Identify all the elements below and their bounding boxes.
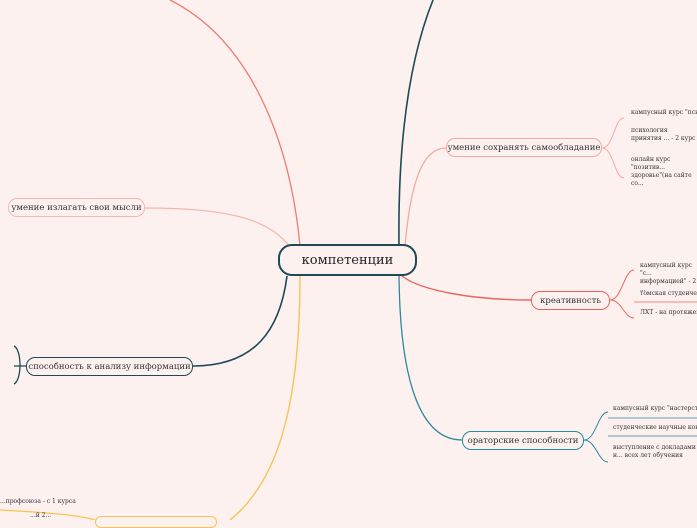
leaf-self-control-2[interactable]: психология принятия ... - 2 курс <box>631 127 696 142</box>
leaf-bottom-2[interactable]: ...й 2... <box>30 512 52 519</box>
branch-bottom[interactable] <box>95 516 217 528</box>
branch-self-control[interactable]: умение сохранять самообладание <box>446 138 602 157</box>
branch-creativity[interactable]: креативность <box>531 291 610 310</box>
link-bottom-left <box>0 509 96 520</box>
branch-express-thoughts[interactable]: умение излагать свои мысли <box>8 198 145 217</box>
leaf-bottom-1[interactable]: ...профсоюза - с 1 курса <box>0 498 76 505</box>
leaf-creativity-2[interactable]: томская студенческ... <box>640 290 697 297</box>
link-analysis <box>192 275 288 367</box>
central-topic[interactable]: компетенции <box>278 244 417 276</box>
branch-analysis[interactable]: способность к анализу информации <box>26 357 193 376</box>
link-express <box>144 207 291 248</box>
leaf-oratory-1[interactable]: кампусный курс "настерство... <box>613 405 697 412</box>
leaf-self-control-3[interactable]: онлайн курс "позитив... здоровье"(на сай… <box>631 156 692 187</box>
leaf-creativity-1[interactable]: кампусный курс "с... информацией" - 2 ..… <box>640 262 697 293</box>
leaf-creativity-3[interactable]: ЛХТ - на протяжен... <box>640 309 697 316</box>
link-top-right <box>398 0 434 246</box>
leaf-oratory-2[interactable]: студенческие научные конф... <box>613 424 697 431</box>
link-creativity <box>401 275 532 301</box>
bracket-creativity <box>609 269 635 319</box>
bracket-oratory <box>583 411 609 463</box>
link-self-control <box>404 147 447 247</box>
leaf-self-control-1[interactable]: кампусный курс "психо... <box>631 109 697 116</box>
link-bottom <box>229 275 301 520</box>
link-oratory <box>398 275 463 441</box>
branch-oratory[interactable]: ораторские способности <box>462 431 584 450</box>
link-analysis-left <box>13 345 26 385</box>
leaf-oratory-3[interactable]: выступление с докладами н... всех лет об… <box>613 444 696 459</box>
bracket-self-control <box>601 117 625 179</box>
link-top-left <box>169 0 301 247</box>
